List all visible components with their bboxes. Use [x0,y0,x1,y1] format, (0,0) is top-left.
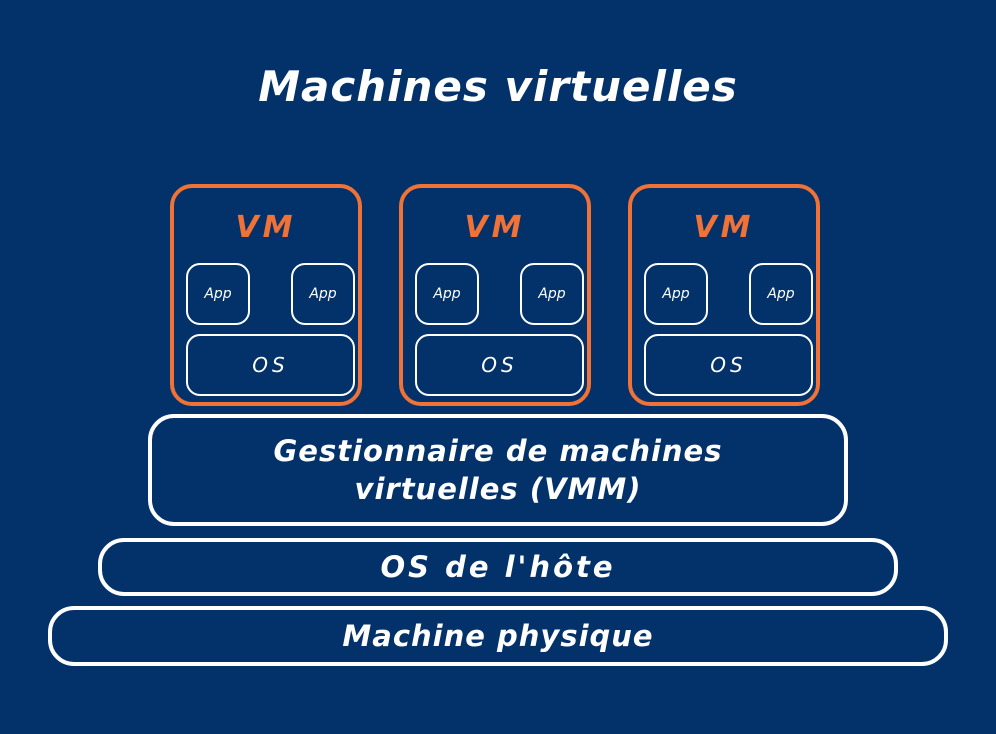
vmm-label-line-2: virtuelles (VMM) [354,472,642,506]
host-os-layer: OS de l'hôte [98,538,898,596]
vmm-label-line-1: Gestionnaire de machines [273,434,723,468]
app-box: App [520,263,584,325]
physical-machine-label: Machine physique [342,619,654,653]
vm-box-3: VM App App OS [628,184,820,406]
app-box: App [415,263,479,325]
app-box: App [644,263,708,325]
vmm-layer: Gestionnaire de machines virtuelles (VMM… [148,414,848,526]
vm-label: VM [235,210,297,245]
host-os-label: OS de l'hôte [380,550,616,584]
vm-box-1: VM App App OS [170,184,362,406]
guest-os-box: OS [415,334,584,396]
guest-os-box: OS [644,334,813,396]
app-box: App [186,263,250,325]
app-box: App [291,263,355,325]
physical-machine-layer: Machine physique [48,606,948,666]
vm-box-2: VM App App OS [399,184,591,406]
vm-label: VM [693,210,755,245]
diagram-title: Machines virtuelles [258,62,738,111]
vmm-label: Gestionnaire de machines virtuelles (VMM… [274,432,723,508]
app-box: App [749,263,813,325]
guest-os-box: OS [186,334,355,396]
vm-label: VM [464,210,526,245]
